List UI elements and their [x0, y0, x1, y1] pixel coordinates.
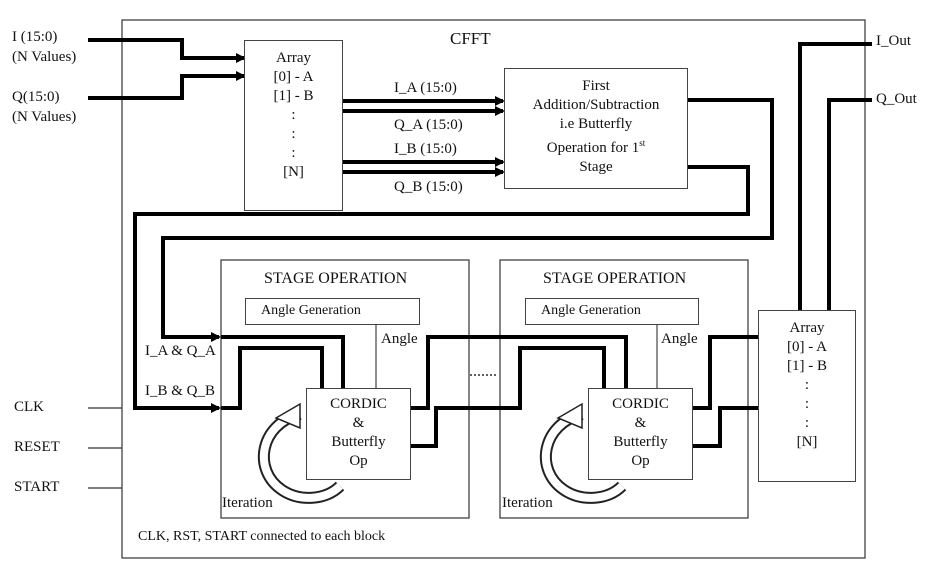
input-array-entry-n: [N] — [283, 164, 304, 180]
first-stage-butterfly-block: First Addition/Subtraction i.e Butterfly… — [504, 68, 688, 189]
stage-input-label-ib-qb: I_B & Q_B — [145, 383, 216, 399]
first-stage-line2: Addition/Subtraction — [532, 97, 660, 113]
wire-left-stage-in-b — [221, 346, 324, 410]
bus-label-i-a: I_A (15:0) — [394, 80, 457, 96]
wire-right-stage-in-a — [500, 335, 628, 388]
stage-left-title: STAGE OPERATION — [264, 270, 408, 287]
first-stage-line1: First — [582, 78, 610, 94]
q-out-label: Q_Out — [876, 91, 917, 107]
iteration-loop-icon-left — [257, 402, 345, 504]
stage-right-title: STAGE OPERATION — [543, 270, 687, 287]
stage-left-iteration-label: Iteration — [222, 495, 273, 511]
stage-frame-right — [499, 259, 749, 519]
stage-right-cordic-line4: Op — [631, 453, 650, 469]
stage-left-cordic-line4: Op — [349, 453, 368, 469]
output-array-entry-b: [1] - B — [787, 358, 827, 374]
stage-left-cordic-line3: Butterfly — [331, 434, 386, 450]
stage-right-cordic-block: CORDIC & Butterfly Op — [588, 388, 693, 480]
wire-right-stage-in-b — [500, 346, 606, 410]
stage-left-cordic-line2: & — [352, 415, 365, 431]
output-array-block: Array [0] - A [1] - B : : : [N] — [758, 310, 856, 482]
wire-left-stage-out-a — [411, 335, 500, 410]
i-input-label: I (15:0) — [12, 29, 58, 45]
wire-i-out — [798, 42, 872, 310]
input-array-entry-a: [0] - A — [273, 69, 314, 85]
iteration-loop-icon-right — [539, 402, 627, 504]
wire-first-stage-out-lower — [133, 165, 750, 413]
first-stage-line4-text: Operation for 1 — [546, 140, 640, 156]
stage-right-iteration-label: Iteration — [502, 495, 553, 511]
output-array-ellipsis: : — [804, 396, 810, 412]
clk-label: CLK — [14, 399, 44, 415]
input-array-title: Array — [276, 50, 311, 66]
stage-left-angle-label: Angle — [381, 331, 418, 347]
stage-right-angle-generation-label: Angle Generation — [541, 303, 641, 318]
wire-left-stage-in-a — [221, 335, 345, 388]
wire-q-out — [827, 98, 872, 310]
reset-label: RESET — [14, 439, 60, 455]
wire-i-input — [88, 38, 246, 63]
stage-frame-left — [220, 259, 470, 519]
input-array-entry-b: [1] - B — [273, 88, 314, 104]
bus-label-q-b: Q_B (15:0) — [394, 179, 463, 195]
first-stage-line4: Operation for 1st — [547, 134, 645, 158]
output-array-title: Array — [789, 320, 825, 336]
output-array-ellipsis: : — [804, 415, 810, 431]
wire-first-stage-out-upper — [161, 98, 774, 342]
input-array-ellipsis: : — [291, 145, 296, 161]
bus-label-q-a: Q_A (15:0) — [394, 117, 463, 133]
q-input-label: Q(15:0) — [12, 89, 60, 105]
stage-right-cordic-line2: & — [634, 415, 647, 431]
input-array-ellipsis: : — [291, 107, 296, 123]
i-out-label: I_Out — [876, 33, 911, 49]
stage-left-angle-generation: Angle Generation — [245, 298, 420, 325]
cfft-title: CFFT — [450, 29, 491, 48]
start-label: START — [14, 479, 60, 495]
stage-right-cordic-line3: Butterfly — [613, 434, 668, 450]
stage-right-cordic-line1: CORDIC — [612, 396, 669, 412]
first-stage-line4-sup: st — [639, 138, 646, 148]
stage-left-cordic-block: CORDIC & Butterfly Op — [306, 388, 411, 480]
wire-left-stage-out-b — [411, 406, 500, 448]
input-array-block: Array [0] - A [1] - B : : : [N] — [244, 40, 343, 211]
output-array-ellipsis: : — [804, 377, 810, 393]
stage-right-angle-generation: Angle Generation — [525, 298, 699, 325]
stage-left-cordic-line1: CORDIC — [330, 396, 387, 412]
i-input-sub: (N Values) — [12, 49, 77, 65]
wire-right-stage-out-b — [693, 406, 758, 448]
first-stage-line3: i.e Butterfly — [559, 116, 633, 132]
wire-right-stage-out-a — [693, 335, 758, 410]
bus-label-i-b: I_B (15:0) — [394, 141, 457, 157]
output-array-entry-a: [0] - A — [787, 339, 827, 355]
footer-note: CLK, RST, START connected to each block — [138, 529, 386, 544]
stage-right-angle-label: Angle — [661, 331, 698, 347]
input-array-ellipsis: : — [291, 126, 296, 142]
stage-left-angle-generation-label: Angle Generation — [261, 303, 361, 318]
q-input-sub: (N Values) — [12, 109, 77, 125]
cfft-outer-frame — [121, 19, 866, 559]
output-array-entry-n: [N] — [796, 434, 818, 450]
stage-input-label-ia-qa: I_A & Q_A — [145, 343, 216, 359]
wire-q-input — [88, 71, 246, 100]
first-stage-line5: Stage — [579, 159, 613, 175]
